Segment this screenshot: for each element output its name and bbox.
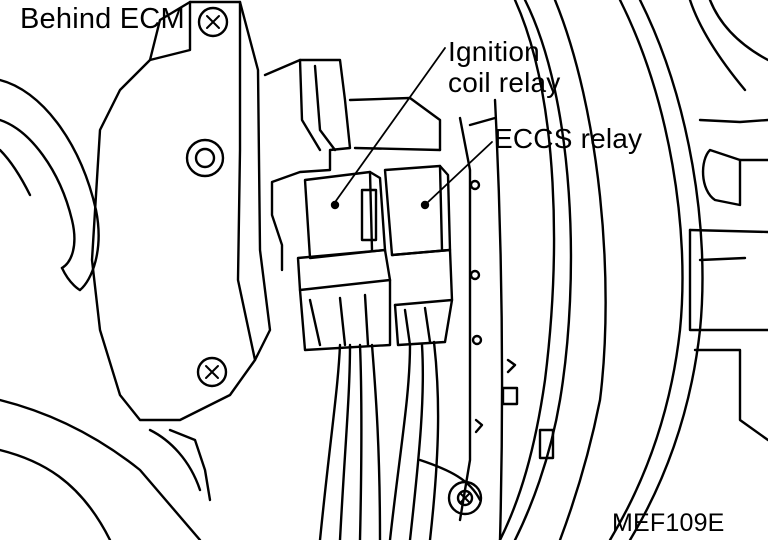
wiring-harness: [318, 340, 482, 540]
figure-code-label: MEF109E: [612, 509, 725, 537]
body-panel: [458, 98, 555, 540]
screw-top-icon: [197, 6, 229, 38]
ignition-label-line1: Ignition: [448, 36, 540, 67]
leader-lines: [332, 47, 493, 206]
eccs-relay: [383, 164, 452, 257]
ignition-coil-relay-label: Ignition coil relay: [448, 36, 560, 98]
large-curved-component: [498, 0, 704, 540]
behind-ecm-label: Behind ECM: [20, 3, 185, 35]
ground-bolt-icon: [447, 480, 483, 516]
right-mechanical-parts: [688, 0, 768, 442]
screw-bottom-icon: [196, 356, 228, 388]
relay-connectors: [296, 248, 454, 352]
leader-ignition-coil-relay: [332, 47, 446, 206]
leader-eccs-relay: [426, 141, 493, 204]
grommet-icon: [185, 138, 225, 178]
ignition-label-line2: coil relay: [448, 67, 561, 98]
lower-left-harness: [0, 398, 212, 540]
relay-bracket: [263, 58, 442, 272]
ecm-bracket: [90, 0, 272, 422]
hose: [0, 78, 100, 292]
eccs-relay-label: ECCS relay: [494, 123, 643, 154]
ignition-coil-relay: [303, 170, 387, 260]
